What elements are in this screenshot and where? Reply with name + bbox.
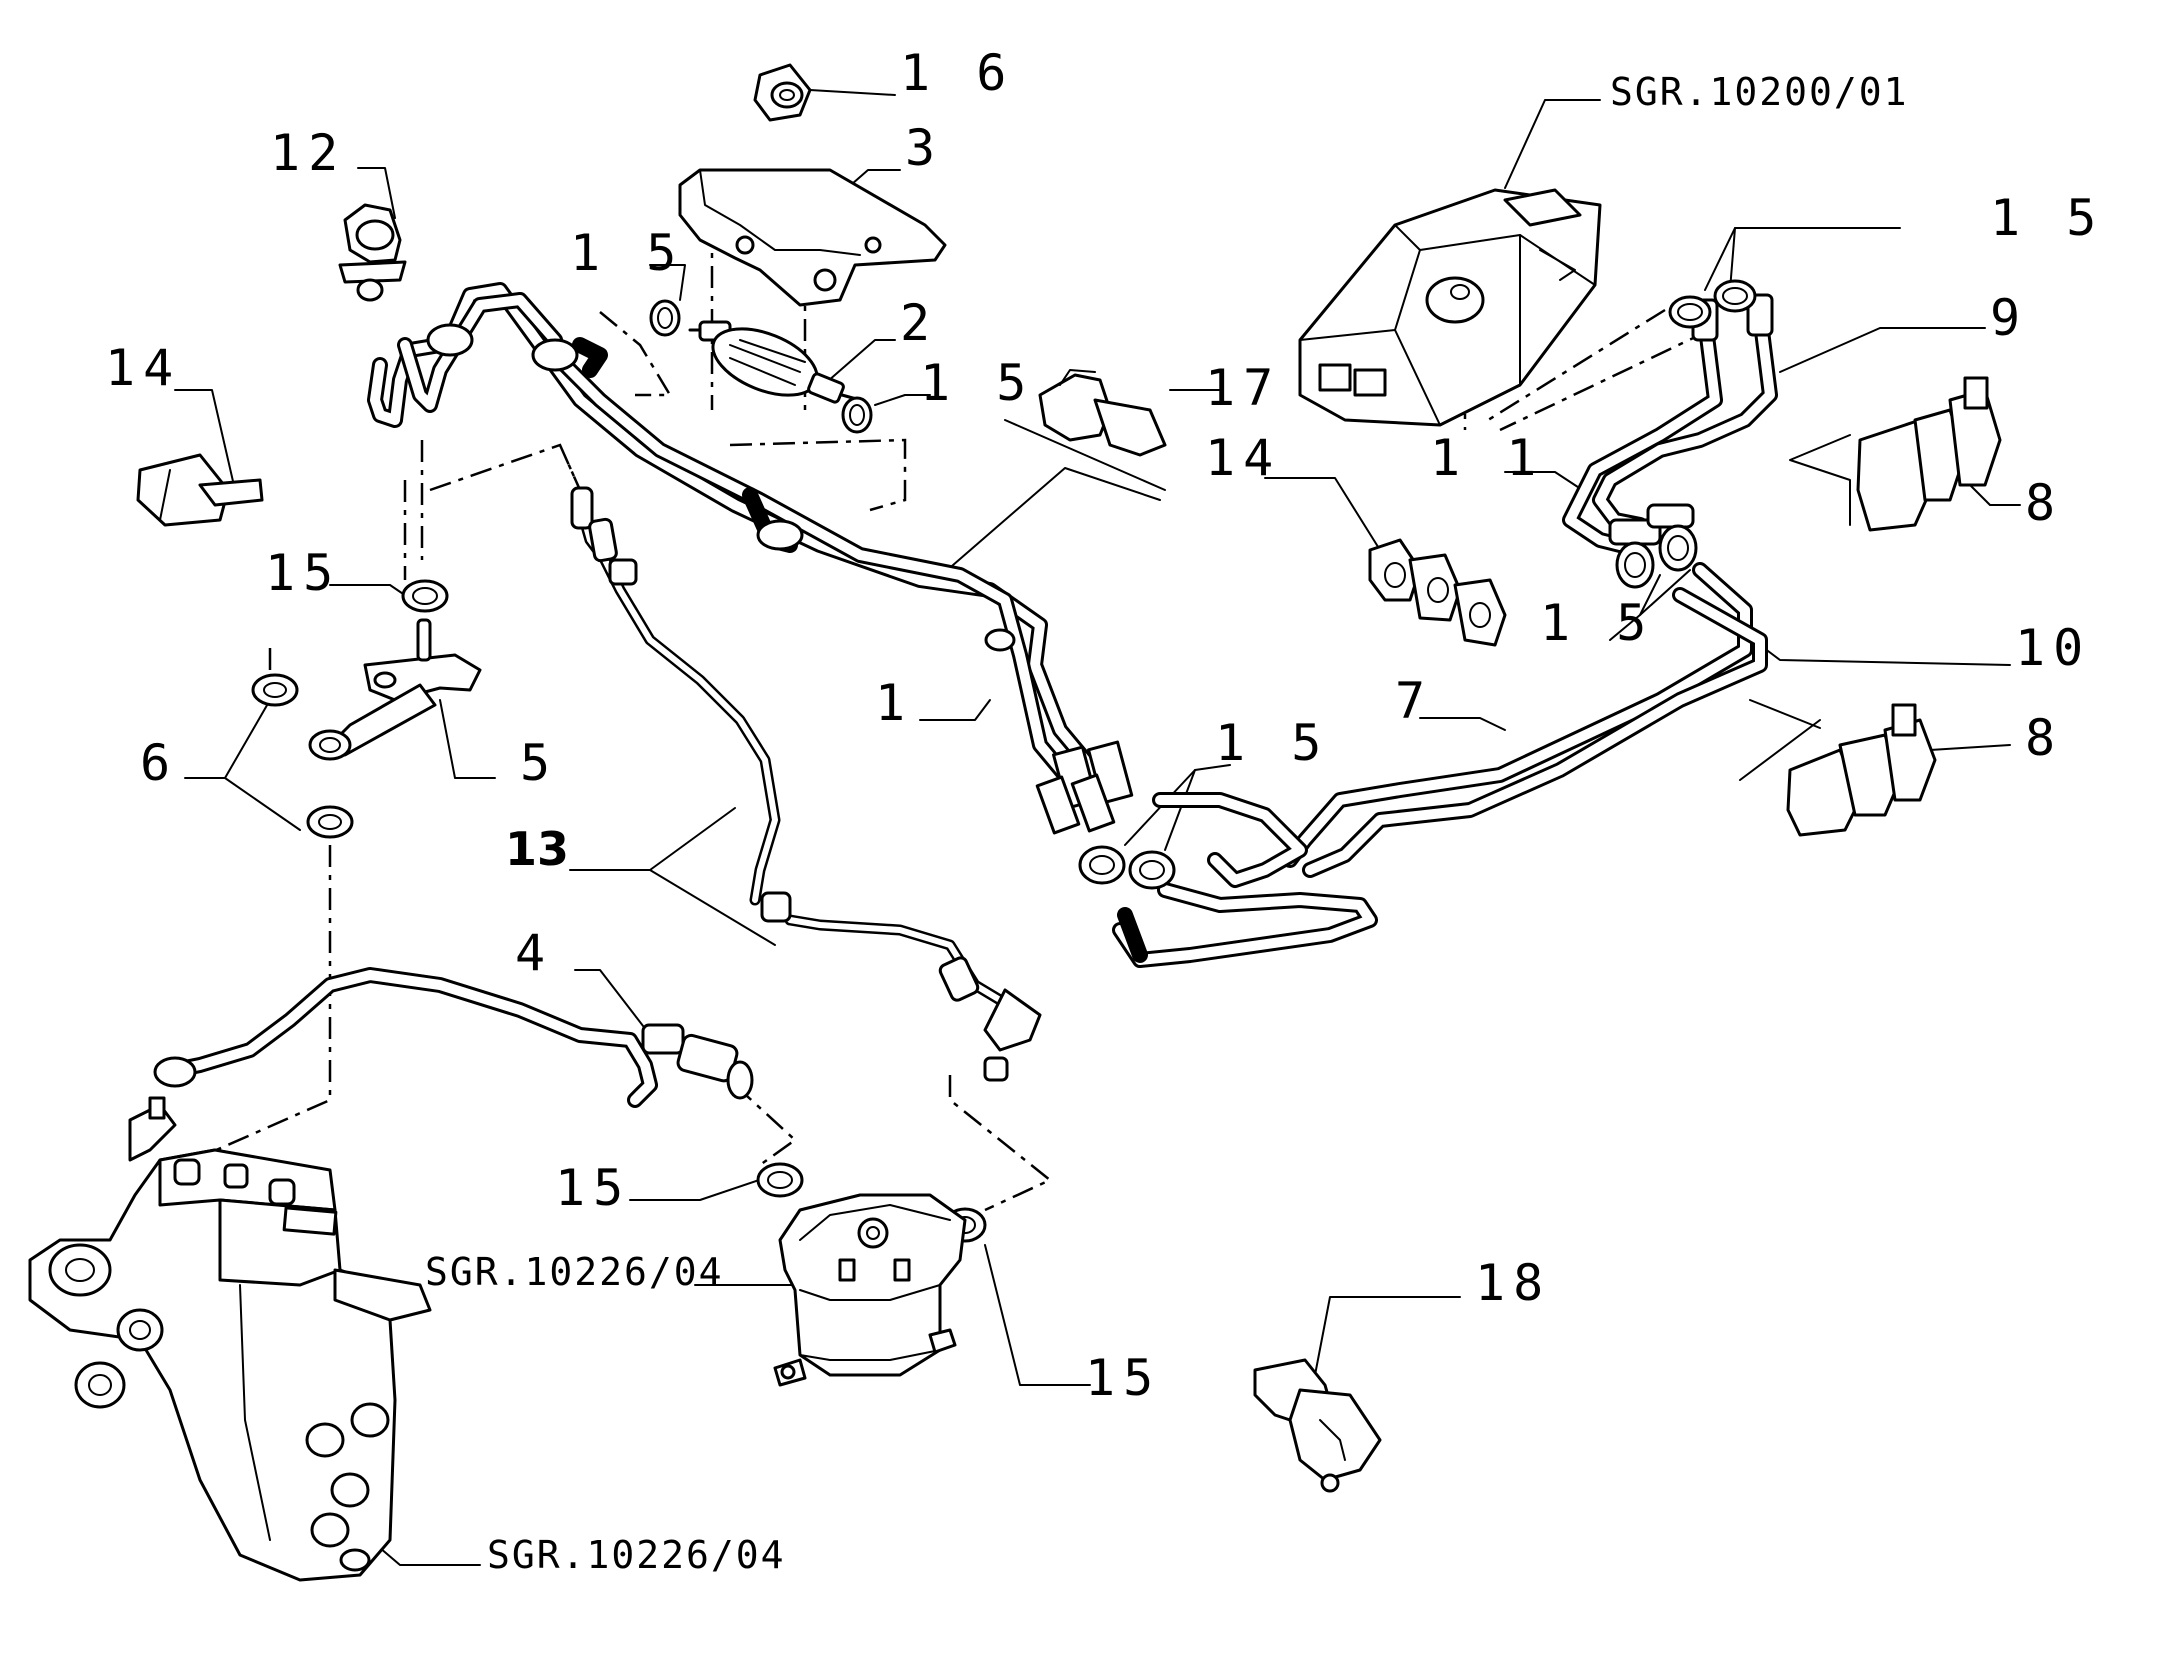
label-part-9: 9 xyxy=(1990,289,2028,347)
label-part-12: 12 xyxy=(270,124,346,182)
label-pump-reference: SGR.10226/04 xyxy=(487,1533,786,1577)
part-labels: 1 6 3 1 5 2 1 5 12 14 15 6 5 17 14 1 13 … xyxy=(105,44,2104,1577)
part-12-clip xyxy=(338,203,407,302)
label-part-18: 18 xyxy=(1475,1254,1551,1312)
part-8-clip-bottom xyxy=(1786,703,1937,837)
part-1-fuel-tube-bundle xyxy=(367,282,1134,835)
label-part-2: 2 xyxy=(900,294,938,352)
part-2-primer-bulb xyxy=(688,320,862,404)
label-part-8: 8 xyxy=(2025,709,2063,767)
part-18-clip xyxy=(1253,1358,1382,1493)
part-17-clip xyxy=(1038,369,1167,457)
label-part-15: 1 5 xyxy=(1540,594,1654,652)
label-part-8: 8 xyxy=(2025,474,2063,532)
part-4-feed-pipe xyxy=(153,967,754,1108)
label-part-15: 1 5 xyxy=(1990,189,2104,247)
part-8-clip-top xyxy=(1856,376,2002,532)
label-part-1: 1 xyxy=(875,674,913,732)
label-tank-reference: SGR.10200/01 xyxy=(1610,70,1909,114)
label-part-7: 7 xyxy=(1395,672,1433,730)
label-part-5: 5 xyxy=(520,734,558,792)
label-part-15: 1 5 xyxy=(570,224,684,282)
label-part-15: 15 xyxy=(265,544,341,602)
label-part-15: 15 xyxy=(555,1159,631,1217)
part-16-grommet xyxy=(753,63,812,122)
label-part-10: 10 xyxy=(2015,619,2091,677)
injection-pump-unit xyxy=(28,1096,432,1582)
label-part-14: 14 xyxy=(1205,429,1281,487)
part-3-bracket xyxy=(678,168,947,307)
label-part-15: 1 5 xyxy=(1215,714,1329,772)
leader-lines xyxy=(174,89,2021,1566)
label-part-15: 1 5 xyxy=(920,354,1034,412)
hose-clamps xyxy=(401,279,1757,1243)
label-part-13: 13 xyxy=(505,822,569,876)
label-part-4: 4 xyxy=(515,924,553,982)
label-part-14: 14 xyxy=(105,339,181,397)
label-part-3: 3 xyxy=(905,119,943,177)
fuel-filter-unit xyxy=(773,1193,967,1387)
label-part-16: 1 6 xyxy=(900,44,1014,102)
part-14-clip-left xyxy=(136,453,264,527)
label-part-17: 17 xyxy=(1205,359,1281,417)
label-filter-reference: SGR.10226/04 xyxy=(425,1250,724,1294)
part-14-clip-mid xyxy=(1368,538,1507,647)
part-5-bracket xyxy=(328,618,482,757)
label-part-11: 1 1 xyxy=(1430,429,1544,487)
part-13-return-hose xyxy=(570,486,1042,1082)
fuel-tank-unit xyxy=(1298,188,1602,427)
label-part-15: 15 xyxy=(1085,1349,1161,1407)
part-6-grommets xyxy=(251,673,354,839)
pipes-7-9-10-11 xyxy=(1112,293,1778,968)
label-part-6: 6 xyxy=(140,734,178,792)
